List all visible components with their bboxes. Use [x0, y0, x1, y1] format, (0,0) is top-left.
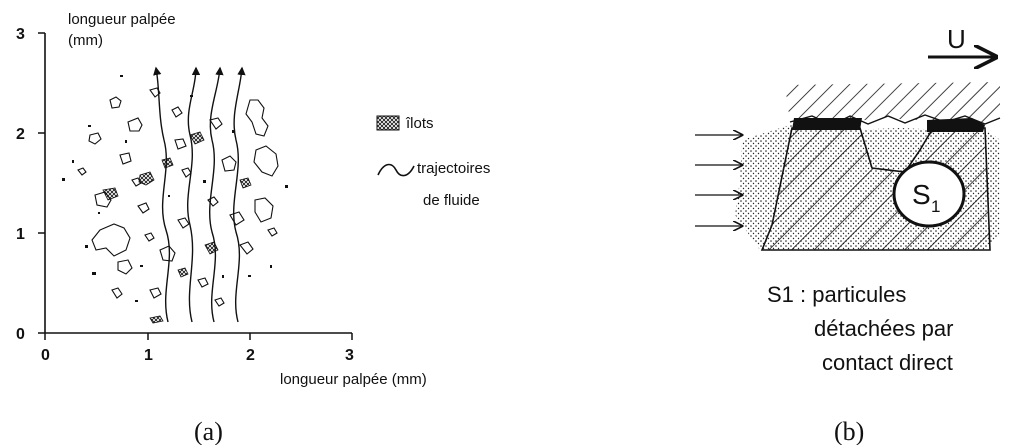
- incoming-flow-arrows: [695, 135, 742, 226]
- panel-a: 0 1 2 3 0 1 2 3 longueur palpée (mm) lon…: [16, 11, 490, 445]
- caption-b: (b): [834, 417, 864, 445]
- note-line3: contact direct: [822, 350, 953, 375]
- islands-legend-label: îlots: [405, 115, 434, 132]
- contact-patch-right: [927, 118, 985, 132]
- counterface-surface: [785, 82, 1000, 126]
- y-tick-label: 3: [16, 26, 25, 43]
- particle-subscript: 1: [931, 197, 940, 216]
- x-axis-label: longueur palpée (mm): [280, 371, 427, 388]
- fluid-trajectories: [153, 66, 246, 323]
- particle-s1: [892, 160, 966, 228]
- caption-a: (a): [194, 417, 223, 445]
- island-filled-patches: [102, 131, 252, 324]
- scatter-specks: [62, 75, 288, 302]
- panel-b: U S 1 S1 : particules détachées par cont…: [695, 24, 1001, 445]
- y-axis-unit-label: (mm): [68, 32, 103, 49]
- trajectory-legend-label-line1: trajectoires: [417, 160, 490, 177]
- x-tick-label: 3: [345, 347, 354, 364]
- x-tick-label: 2: [246, 347, 255, 364]
- x-tick-label: 0: [41, 347, 50, 364]
- y-axis-label: longueur palpée: [68, 11, 176, 28]
- particle-label: S: [912, 179, 931, 210]
- y-tick-label: 0: [16, 326, 25, 343]
- trajectory-legend-swatch: [377, 163, 415, 177]
- contact-patch-left: [792, 118, 862, 130]
- note-line2: détachées par: [814, 316, 953, 341]
- y-tick-label: 2: [16, 126, 25, 143]
- x-tick-label: 1: [144, 347, 153, 364]
- island-map: [77, 87, 279, 307]
- y-tick-label: 1: [16, 226, 25, 243]
- note-line1: S1 : particules: [767, 282, 906, 307]
- velocity-label: U: [947, 24, 966, 54]
- trajectory-legend-label-line2: de fluide: [423, 192, 480, 209]
- islands-legend-swatch: [376, 115, 400, 131]
- legend: îlots trajectoires de fluide: [376, 115, 490, 209]
